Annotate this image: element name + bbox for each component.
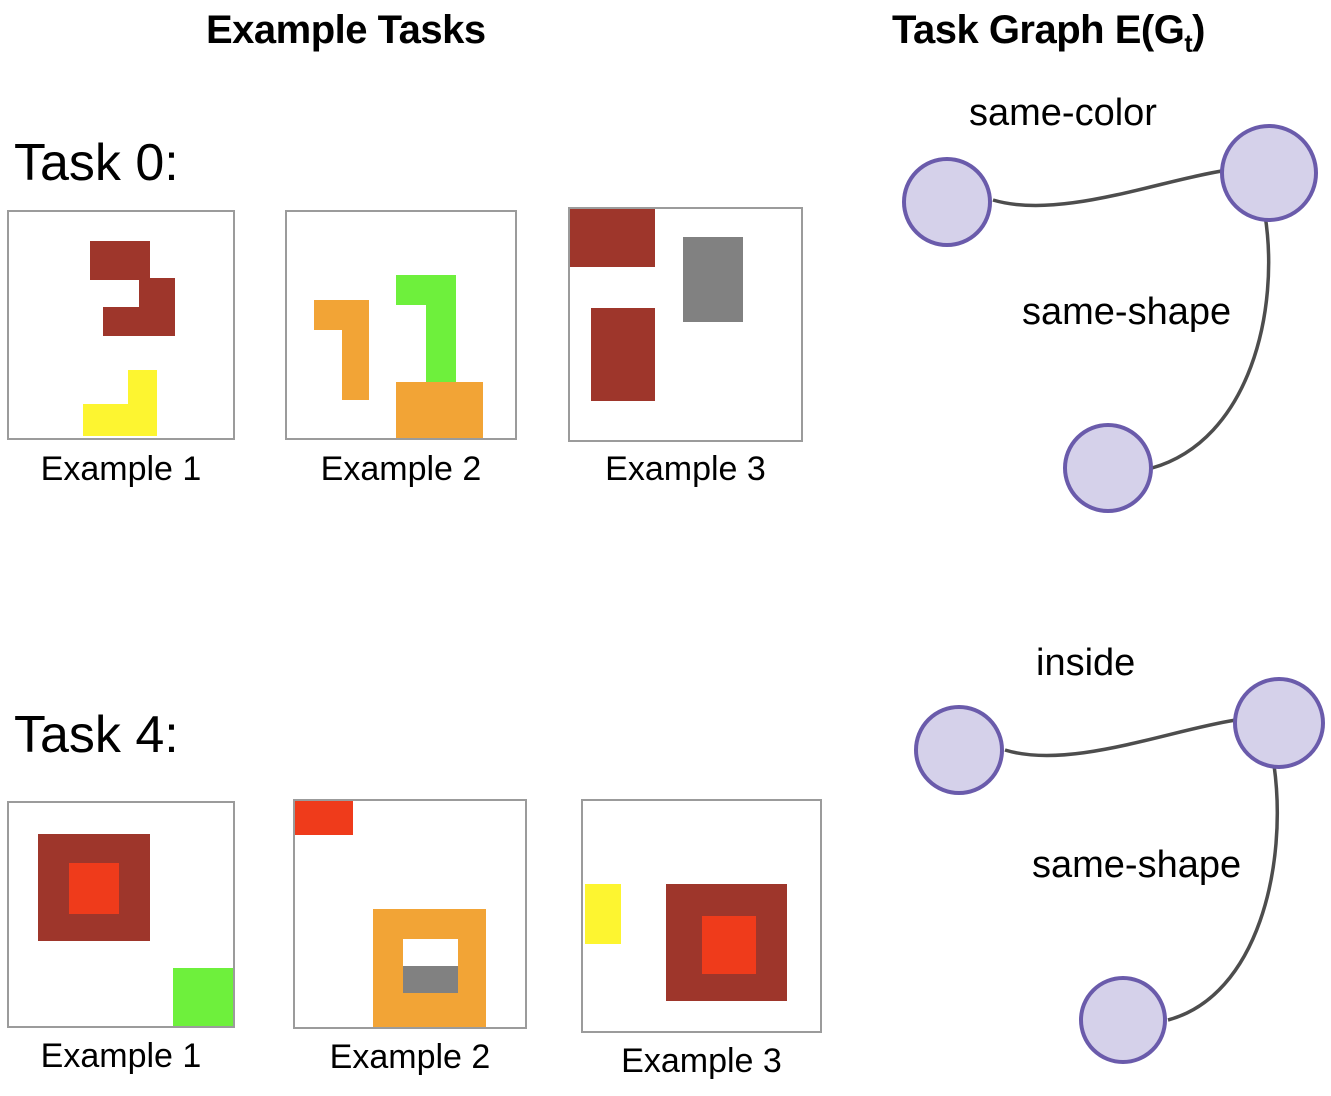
example-canvas: [581, 799, 822, 1033]
example-canvas: [293, 799, 527, 1029]
example-cell: Example 2: [285, 210, 517, 500]
task-graph-0: same-color same-shape: [880, 80, 1331, 520]
green-corner-top: [396, 275, 456, 305]
example-cell: Example 2: [293, 799, 527, 1089]
example-caption: Example 3: [621, 1042, 782, 1080]
graph-edge-inside: [1004, 718, 1237, 758]
graph-node-bottom[interactable]: [1063, 423, 1153, 513]
yellow-square: [585, 883, 621, 944]
task-label-4: Task 4:: [14, 706, 179, 764]
orange-corner-stem: [341, 329, 370, 400]
green-corner-stem: [426, 304, 456, 387]
graph-edge-same-shape: [1151, 214, 1271, 470]
task-graph-svg: [902, 124, 1318, 513]
dark-red-corner-vert: [138, 277, 175, 307]
example-canvas: [568, 207, 803, 442]
graph-node-bottom[interactable]: [1079, 976, 1167, 1064]
task-graph-title-prefix: Task Graph E(G: [892, 8, 1185, 52]
task-graph-svg: [914, 677, 1325, 1064]
graph-node-left[interactable]: [914, 705, 1004, 795]
example-cell: Example 3: [568, 207, 803, 497]
gray-rect: [683, 236, 744, 323]
example-cell: Example 3: [581, 799, 822, 1089]
example-caption: Example 1: [40, 1037, 202, 1075]
example-canvas: [285, 210, 517, 440]
graph-node-left[interactable]: [902, 157, 992, 247]
example-caption: Example 2: [329, 1038, 491, 1076]
dark-red-rect: [89, 241, 151, 280]
bright-red-inner-square: [701, 916, 756, 974]
yellow-corner-vert: [127, 370, 157, 405]
yellow-corner-horiz: [82, 404, 157, 436]
column-header-task-graph: Task Graph E(Gt): [892, 8, 1205, 57]
graph-edge-label-1-1: same-shape: [1032, 844, 1242, 886]
graph-edge-label-0-1: same-shape: [1022, 291, 1232, 333]
task-graph-title-suffix: ): [1192, 8, 1205, 52]
graph-edge-label-0-0: same-color: [969, 92, 1157, 134]
graph-edge-same-color: [992, 168, 1229, 208]
example-caption: Example 3: [605, 450, 766, 488]
bright-red-inner-square: [69, 863, 119, 915]
example-caption: Example 2: [320, 450, 482, 488]
graph-node-right[interactable]: [1233, 677, 1325, 769]
example-canvas: [7, 801, 235, 1028]
example-canvas: [7, 210, 235, 440]
example-caption: Example 1: [40, 450, 202, 488]
task-graph-title-subscript: t: [1184, 31, 1193, 58]
column-header-example-tasks: Example Tasks: [206, 8, 486, 52]
bright-red-rect-corner: [295, 801, 353, 835]
example-cell: Example 1: [7, 210, 235, 500]
orange-corner-top: [314, 300, 370, 330]
example-cell: Example 1: [7, 801, 235, 1091]
green-square: [172, 968, 233, 1026]
graph-edge-same-shape: [1167, 764, 1280, 1022]
dark-red-rect-left: [590, 308, 656, 401]
gray-inner-rect: [403, 965, 459, 994]
dark-red-rect-top: [570, 209, 656, 267]
task-graph-1: inside same-shape: [880, 630, 1331, 1080]
graph-node-right[interactable]: [1220, 124, 1318, 222]
graph-edge-label-1-0: inside: [1036, 642, 1136, 684]
dark-red-corner-horiz: [103, 306, 175, 337]
orange-rect-bottom: [396, 381, 484, 438]
task-label-0: Task 0:: [14, 134, 179, 192]
